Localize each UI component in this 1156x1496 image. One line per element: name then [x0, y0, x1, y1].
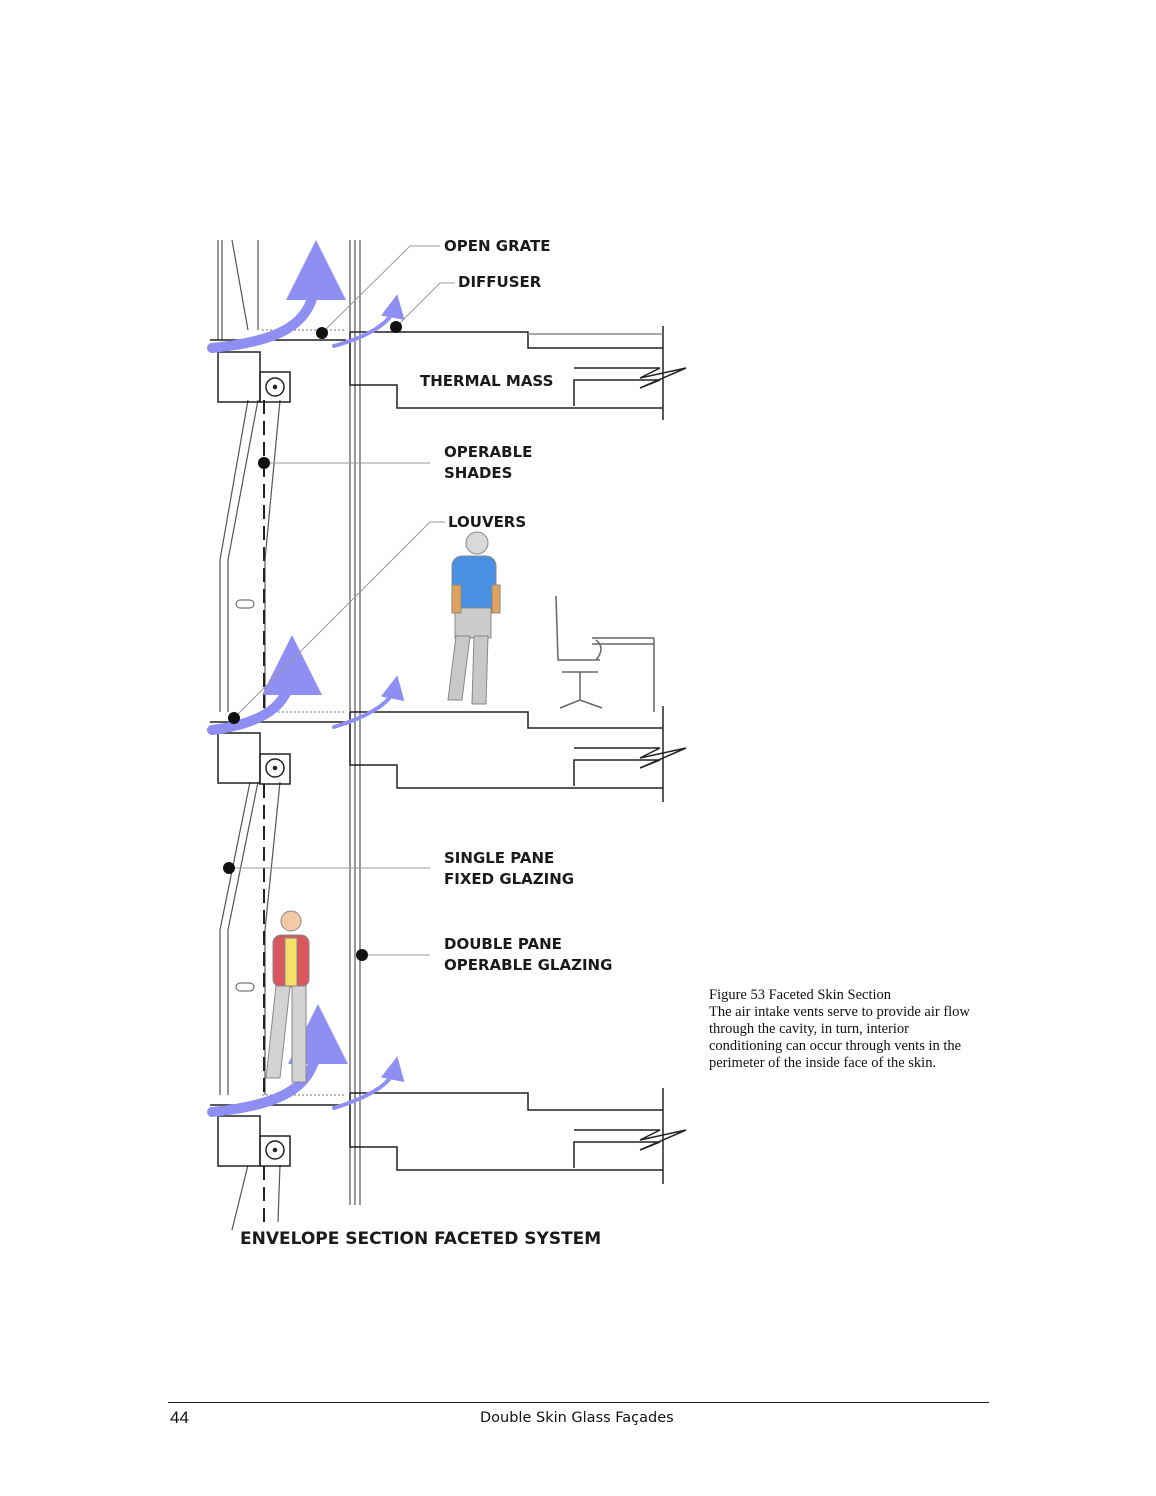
caption-line: perimeter of the inside face of the skin… — [709, 1055, 937, 1071]
floor-slab-1 — [210, 326, 687, 420]
label-single-pane-line2: FIXED GLAZING — [444, 870, 575, 888]
label-operable-shades: OPERABLE SHADES — [444, 442, 532, 484]
leader-dots — [223, 321, 402, 961]
person-figure-blue — [447, 531, 501, 705]
label-diffuser: DIFFUSER — [458, 273, 542, 291]
label-single-pane-line1: SINGLE PANE — [444, 849, 555, 867]
caption-line: through the cavity, in turn, interior — [709, 1021, 909, 1037]
office-chair-desk — [555, 595, 655, 712]
label-operable-shades-line1: OPERABLE — [444, 443, 533, 461]
floor-slab-3 — [210, 1088, 687, 1184]
diagram-title: ENVELOPE SECTION FACETED SYSTEM — [240, 1229, 602, 1249]
leader-lines — [229, 245, 455, 956]
figure-caption: Figure 53 Faceted Skin Section The air i… — [709, 987, 999, 1072]
label-operable-shades-line2: SHADES — [444, 464, 513, 482]
label-louvers: LOUVERS — [448, 513, 527, 531]
label-double-pane-line1: DOUBLE PANE — [444, 935, 562, 953]
label-double-pane-line2: OPERABLE GLAZING — [444, 956, 613, 974]
label-single-pane: SINGLE PANE FIXED GLAZING — [444, 848, 574, 890]
skin-slots — [235, 599, 255, 992]
label-thermal-mass: THERMAL MASS — [420, 372, 554, 390]
outer-faceted-skin — [217, 239, 281, 1231]
caption-heading: Figure 53 Faceted Skin Section — [709, 987, 892, 1003]
caption-line: conditioning can occur through vents in … — [709, 1038, 962, 1054]
person-figure-red — [265, 910, 310, 1083]
page-number: 44 — [170, 1408, 189, 1427]
floor-slab-2 — [210, 706, 687, 802]
label-open-grate: OPEN GRATE — [444, 237, 551, 255]
caption-line: The air intake vents serve to provide ai… — [709, 1004, 970, 1020]
label-double-pane: DOUBLE PANE OPERABLE GLAZING — [444, 934, 612, 976]
footer-rule — [168, 1402, 989, 1403]
running-title: Double Skin Glass Façades — [480, 1410, 674, 1426]
airflow-arrows — [207, 240, 405, 1117]
